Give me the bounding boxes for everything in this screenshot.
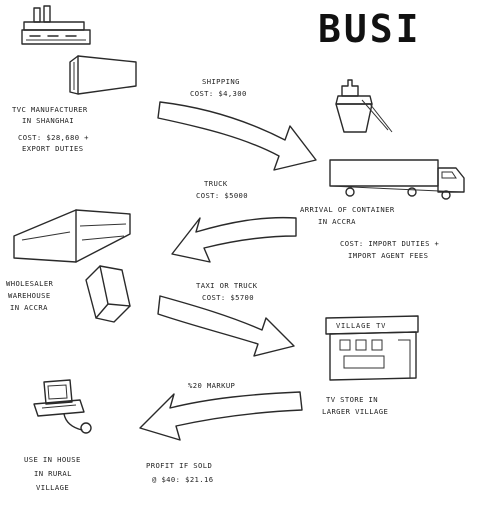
tv-carton-icon [86, 266, 130, 322]
svg-text:VILLAGE: VILLAGE [36, 483, 69, 492]
svg-text:SHIPPING: SHIPPING [202, 77, 240, 86]
taxi-arrow [158, 296, 294, 356]
svg-text:%20 MARKUP: %20 MARKUP [188, 381, 235, 390]
svg-text:COST: $28,680 +: COST: $28,680 + [18, 133, 89, 142]
end-use-text: USE IN HOUSE IN RURAL VILLAGE [24, 455, 81, 492]
svg-text:LARGER VILLAGE: LARGER VILLAGE [322, 407, 388, 416]
svg-text:USE IN HOUSE: USE IN HOUSE [24, 455, 81, 464]
svg-text:TVC MANUFACTURER: TVC MANUFACTURER [12, 105, 88, 114]
taxi-label: TAXI OR TRUCK COST: $5700 [196, 281, 258, 302]
svg-text:WAREHOUSE: WAREHOUSE [8, 291, 51, 300]
svg-text:@ $40: $21.16: @ $40: $21.16 [152, 475, 213, 484]
svg-text:IMPORT AGENT FEES: IMPORT AGENT FEES [348, 251, 428, 260]
svg-text:IN ACCRA: IN ACCRA [10, 303, 48, 312]
svg-text:TRUCK: TRUCK [204, 179, 228, 188]
page-title: BUSI [318, 7, 422, 51]
svg-text:COST: $5700: COST: $5700 [202, 293, 254, 302]
village-tv-sign: VILLAGE TV [336, 322, 386, 330]
warehouse-icon [14, 210, 130, 262]
svg-text:TAXI OR TRUCK: TAXI OR TRUCK [196, 281, 258, 290]
svg-text:COST: $4,300: COST: $4,300 [190, 89, 247, 98]
svg-text:COST: $5000: COST: $5000 [196, 191, 248, 200]
svg-text:TV STORE IN: TV STORE IN [326, 395, 378, 404]
tv-box-icon [70, 56, 136, 94]
svg-text:IN SHANGHAI: IN SHANGHAI [22, 116, 74, 125]
svg-text:WHOLESALER: WHOLESALER [6, 279, 54, 288]
truck-arrow [172, 218, 296, 262]
svg-text:COST: IMPORT DUTIES +: COST: IMPORT DUTIES + [340, 239, 440, 248]
markup-arrow [140, 392, 302, 440]
svg-text:EXPORT DUTIES: EXPORT DUTIES [22, 144, 83, 153]
wholesaler-text: WHOLESALER WAREHOUSE IN ACCRA [6, 279, 54, 312]
tv-set-icon [34, 380, 91, 433]
factory-icon [22, 6, 90, 44]
shipping-label: SHIPPING COST: $4,300 [190, 77, 247, 98]
ship-icon [336, 80, 392, 132]
profit-text: PROFIT IF SOLD @ $40: $21.16 [146, 461, 213, 484]
svg-text:IN RURAL: IN RURAL [34, 469, 72, 478]
svg-text:PROFIT IF SOLD: PROFIT IF SOLD [146, 461, 212, 470]
shipping-arrow [158, 102, 316, 170]
village-store-text: TV STORE IN LARGER VILLAGE [322, 395, 388, 416]
svg-text:ARRIVAL OF CONTAINER: ARRIVAL OF CONTAINER [300, 205, 395, 214]
markup-label: %20 MARKUP [188, 381, 235, 390]
manufacturer-text: TVC MANUFACTURER IN SHANGHAI COST: $28,6… [12, 105, 89, 153]
svg-text:IN ACCRA: IN ACCRA [318, 217, 356, 226]
container-arrival-text: ARRIVAL OF CONTAINER IN ACCRA COST: IMPO… [300, 205, 440, 260]
truck-label: TRUCK COST: $5000 [196, 179, 248, 200]
container-truck-icon [330, 160, 464, 199]
